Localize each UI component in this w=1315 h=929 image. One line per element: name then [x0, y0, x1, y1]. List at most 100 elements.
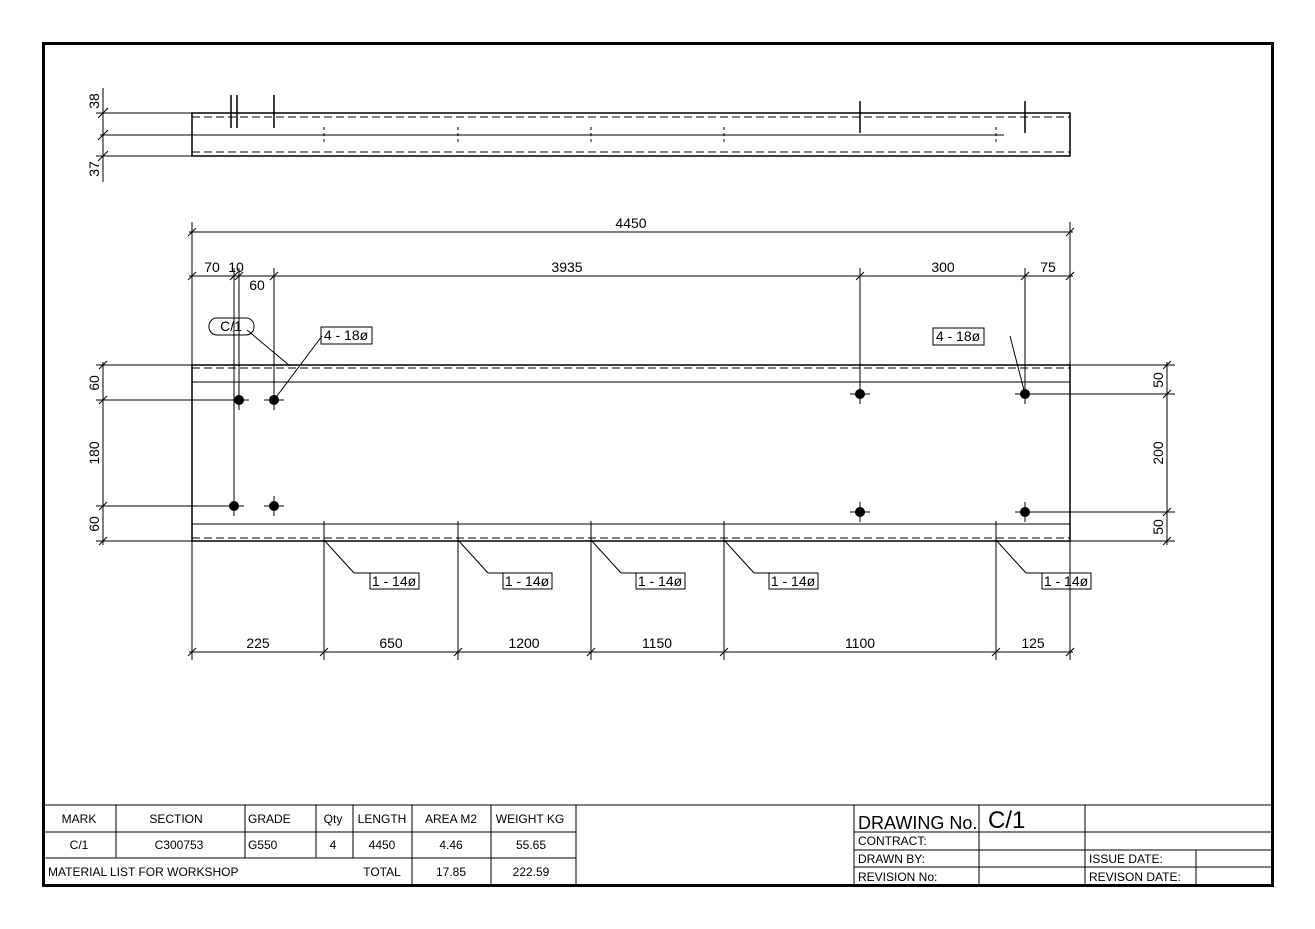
- mark-tag-label: C/1: [220, 318, 242, 334]
- leader-hole-small: [457, 539, 489, 574]
- dimension-tick: [229, 271, 239, 281]
- right-dim-200: 200: [1150, 441, 1166, 465]
- callout-box-small: [768, 572, 819, 590]
- hole-callout-large-right: 4 - 18ø: [936, 328, 981, 344]
- top-dim-75: 75: [1040, 259, 1056, 275]
- callout-box-small: [369, 572, 420, 590]
- side-dim-tick: [97, 107, 109, 119]
- drawing-border: [42, 42, 1274, 887]
- dimension-tick: [98, 536, 108, 546]
- hole-callout-small: 1 - 14ø: [372, 573, 417, 589]
- dimension-tick: [453, 647, 463, 657]
- leader-hole-small: [323, 539, 355, 574]
- col-header-grade: GRADE: [248, 812, 291, 826]
- side-dim-38: 38: [86, 93, 102, 109]
- hole-callout-small: 1 - 14ø: [505, 573, 550, 589]
- col-header-qty: Qty: [324, 812, 343, 826]
- dimension-tick: [1162, 389, 1172, 399]
- contract-label: CONTRACT:: [858, 834, 927, 848]
- revision-label: REVISION No:: [858, 870, 937, 884]
- callout-box-small: [635, 572, 686, 590]
- drawing-no-value: C/1: [988, 807, 1025, 834]
- bottom-dim-225: 225: [246, 635, 270, 651]
- callout-box-large: [932, 327, 985, 346]
- leader-hole-small: [590, 539, 622, 574]
- dimension-tick: [1162, 360, 1172, 370]
- callout-box-large: [320, 326, 373, 345]
- total-area: 17.85: [436, 865, 466, 879]
- leader-hole-small: [723, 539, 755, 574]
- dimension-tick: [98, 501, 108, 511]
- leader-hole-large: [273, 335, 323, 401]
- cell-weight: 55.65: [516, 838, 546, 852]
- leader-c1: [246, 329, 291, 367]
- material-list-footer-label: MATERIAL LIST FOR WORKSHOP: [48, 865, 238, 879]
- dimension-tick: [98, 360, 108, 370]
- revision-date-label: REVISON DATE:: [1089, 870, 1181, 884]
- col-header-mark: MARK: [62, 812, 97, 826]
- cell-grade: G550: [248, 838, 278, 852]
- col-header-length: LENGTH: [358, 812, 407, 826]
- side-dim-37: 37: [86, 161, 102, 177]
- dimension-tick: [719, 647, 729, 657]
- dimension-tick: [991, 647, 1001, 657]
- hole-callout-small: 1 - 14ø: [771, 573, 816, 589]
- callout-box-small: [502, 572, 553, 590]
- plan-view: [96, 222, 1175, 660]
- dimension-tick: [1065, 647, 1075, 657]
- cell-mark: C/1: [70, 838, 89, 852]
- left-dim-60-top: 60: [86, 375, 102, 391]
- dimension-tick: [1162, 536, 1172, 546]
- dimension-tick: [187, 227, 197, 237]
- hole-callout-small: 1 - 14ø: [1044, 573, 1089, 589]
- dimension-tick: [234, 271, 244, 281]
- bottom-dim-125: 125: [1021, 635, 1045, 651]
- drawn-by-label: DRAWN BY:: [858, 852, 925, 866]
- material-list-table: [43, 804, 1272, 885]
- top-dim-70: 70: [204, 259, 220, 275]
- issue-date-label: ISSUE DATE:: [1089, 852, 1163, 866]
- side-view: [96, 88, 1071, 182]
- col-header-area: AREA M2: [425, 812, 477, 826]
- left-dim-60-bottom: 60: [86, 516, 102, 532]
- cell-qty: 4: [330, 838, 337, 852]
- top-dim-3935: 3935: [551, 259, 582, 275]
- bottom-dim-1150: 1150: [642, 635, 672, 651]
- total-label: TOTAL: [363, 865, 401, 879]
- dimension-tick: [98, 395, 108, 405]
- side-dim-tick: [97, 150, 109, 162]
- col-header-section: SECTION: [149, 812, 202, 826]
- dimension-tick: [269, 271, 279, 281]
- cell-section: C300753: [155, 838, 204, 852]
- cell-length: 4450: [369, 838, 396, 852]
- bottom-dim-1100: 1100: [845, 635, 875, 651]
- side-dim-tick: [97, 129, 109, 141]
- top-dim-300: 300: [931, 259, 955, 275]
- bottom-dim-650: 650: [379, 635, 403, 651]
- hole-symbols: [224, 384, 1035, 522]
- leader-hole-large: [1009, 335, 1026, 395]
- dimension-tick: [1020, 271, 1030, 281]
- callout-box-small: [1041, 572, 1092, 590]
- dimension-tick: [187, 271, 197, 281]
- left-dim-180: 180: [86, 441, 102, 465]
- title-block: [853, 805, 1272, 885]
- dimension-tick: [1162, 507, 1172, 517]
- dimension-tick: [319, 647, 329, 657]
- dimension-tick: [1065, 271, 1075, 281]
- bottom-dim-1200: 1200: [508, 635, 539, 651]
- right-dim-50-bottom: 50: [1150, 519, 1166, 535]
- right-dim-50-top: 50: [1150, 372, 1166, 388]
- c1-tag-box: [208, 317, 255, 336]
- dimension-tick: [1065, 227, 1075, 237]
- dimension-tick: [855, 271, 865, 281]
- drawing-no-label: DRAWING No.: [858, 813, 977, 833]
- dimension-tick: [586, 647, 596, 657]
- cell-area: 4.46: [439, 838, 463, 852]
- dimension-tick: [187, 647, 197, 657]
- leader-hole-small: [995, 539, 1027, 574]
- overall-length-dim: 4450: [615, 215, 646, 231]
- dimension-ticks: [98, 227, 1172, 657]
- col-header-weight: WEIGHT KG: [496, 812, 564, 826]
